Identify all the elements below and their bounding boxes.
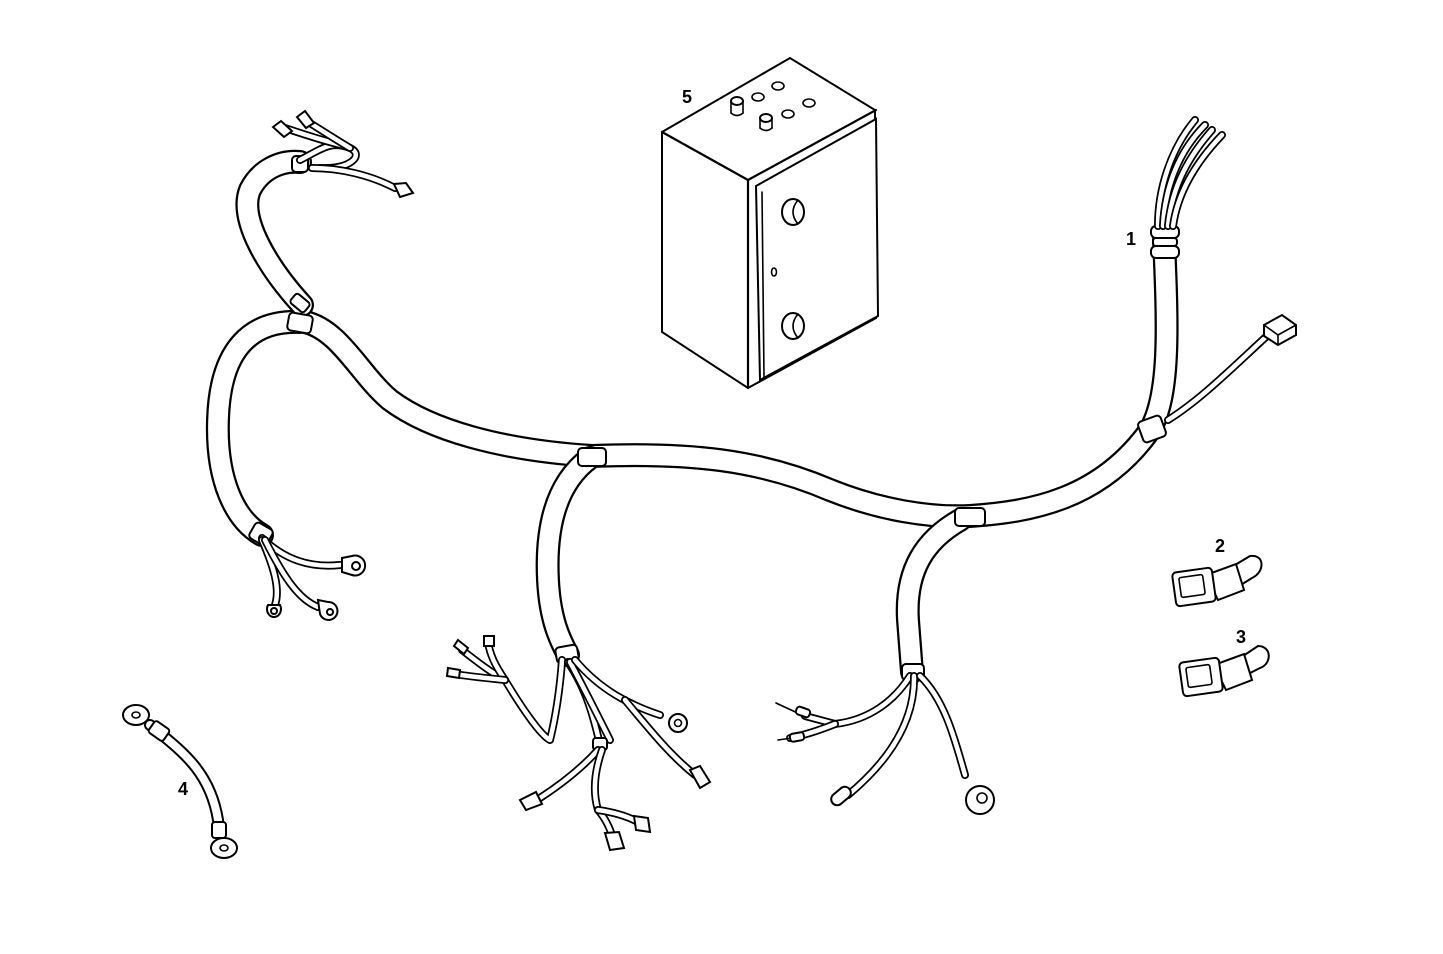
part-2-connector-plug (1171, 554, 1263, 608)
part-5-control-box (660, 56, 880, 390)
part-4-ground-strap (122, 704, 238, 859)
callout-2: 2 (1215, 536, 1226, 556)
part-1-main-harness (205, 109, 1297, 852)
callout-5: 5 (682, 87, 693, 107)
callout-1: 1 (1126, 229, 1137, 249)
callout-3: 3 (1236, 627, 1247, 647)
part-3-connector-plug (1178, 644, 1270, 698)
callout-4: 4 (178, 779, 189, 799)
